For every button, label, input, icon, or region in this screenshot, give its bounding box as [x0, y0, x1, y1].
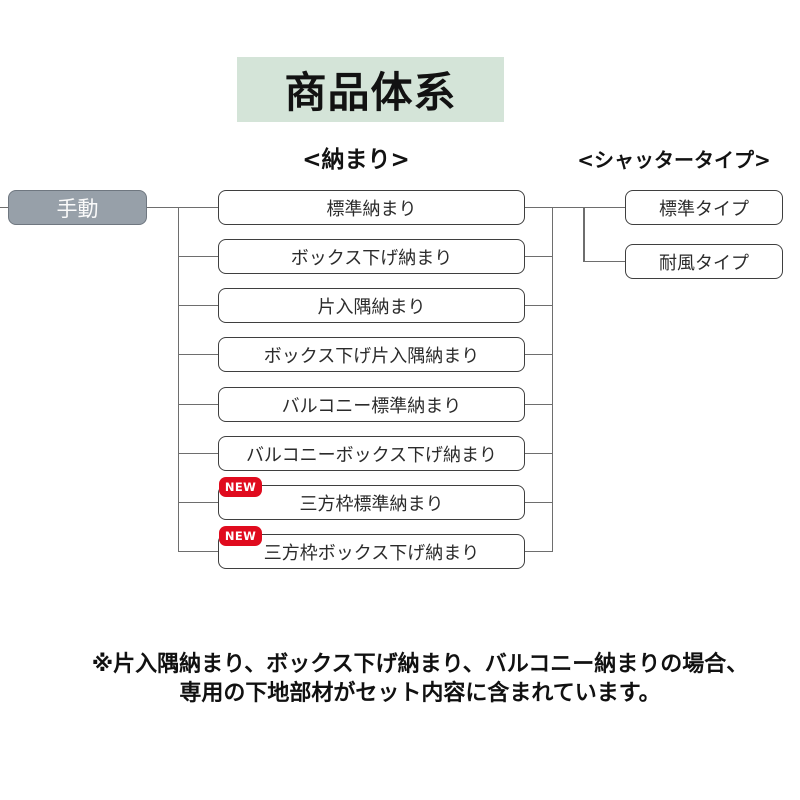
- connector-line: [177, 206, 179, 552]
- nakamari-node-2: ボックス下げ納まり: [218, 239, 525, 274]
- nakamari-node-label: 片入隅納まり: [317, 296, 426, 318]
- connector-line: [524, 550, 553, 552]
- connector-line: [524, 255, 553, 257]
- nakamari-node-label: ボックス下げ片入隅納まり: [263, 345, 480, 367]
- shutter-node-1: 標準タイプ: [625, 190, 783, 225]
- nakamari-node-4: ボックス下げ片入隅納まり: [218, 337, 525, 372]
- shutter-node-label: 標準タイプ: [659, 198, 749, 220]
- nakamari-node-label: バルコニー標準納まり: [281, 395, 462, 417]
- column-header-shutter: <シャッタータイプ>: [577, 148, 771, 172]
- connector-line: [0, 206, 8, 208]
- footnote: ※片入隅納まり、ボックス下げ納まり、バルコニー納まりの場合、 専用の下地部材がセ…: [40, 650, 800, 708]
- nakamari-node-3: 片入隅納まり: [218, 288, 525, 323]
- nakamari-node-5: バルコニー標準納まり: [218, 387, 525, 422]
- nakamari-node-8: NEW 三方枠ボックス下げ納まり: [218, 526, 525, 569]
- shutter-node-label: 耐風タイプ: [659, 252, 749, 274]
- nakamari-node-label: 三方枠標準納まり: [299, 493, 444, 515]
- connector-line: [178, 353, 219, 355]
- connector-line: [178, 452, 219, 454]
- connector-line: [583, 206, 626, 208]
- connector-line: [178, 206, 219, 208]
- connector-line: [147, 206, 179, 208]
- page-title: 商品体系: [237, 57, 504, 122]
- footnote-line-2: 専用の下地部材がセット内容に含まれています。: [179, 681, 661, 706]
- nakamari-node-label: 三方枠ボックス下げ納まり: [263, 542, 480, 564]
- new-badge: NEW: [219, 477, 262, 497]
- connector-line: [524, 304, 553, 306]
- connector-line: [524, 403, 553, 405]
- nakamari-node-label: 標準納まり: [326, 198, 417, 220]
- nakamari-node-6: バルコニーボックス下げ納まり: [218, 436, 525, 471]
- connector-line: [178, 403, 219, 405]
- connector-line: [524, 501, 553, 503]
- connector-line: [583, 206, 585, 262]
- connector-line: [178, 304, 219, 306]
- connector-line: [583, 260, 626, 262]
- nakamari-node-label: ボックス下げ納まり: [290, 247, 453, 269]
- connector-line: [178, 501, 219, 503]
- nakamari-node-label: バルコニーボックス下げ納まり: [245, 444, 498, 466]
- connector-line: [551, 206, 553, 552]
- connector-line: [178, 550, 219, 552]
- footnote-line-1: ※片入隅納まり、ボックス下げ納まり、バルコニー納まりの場合、: [91, 652, 749, 677]
- column-header-nakamari: <納まり>: [302, 147, 410, 173]
- connector-line: [524, 452, 553, 454]
- nakamari-node-7: NEW 三方枠標準納まり: [218, 477, 525, 520]
- nakamari-node-1: 標準納まり: [218, 190, 525, 225]
- connector-line: [524, 353, 553, 355]
- new-badge: NEW: [219, 526, 262, 546]
- shutter-node-2: 耐風タイプ: [625, 244, 783, 279]
- node-manual: 手動: [8, 190, 147, 225]
- connector-line: [178, 255, 219, 257]
- connector-line: [524, 206, 553, 208]
- connector-line: [552, 206, 584, 208]
